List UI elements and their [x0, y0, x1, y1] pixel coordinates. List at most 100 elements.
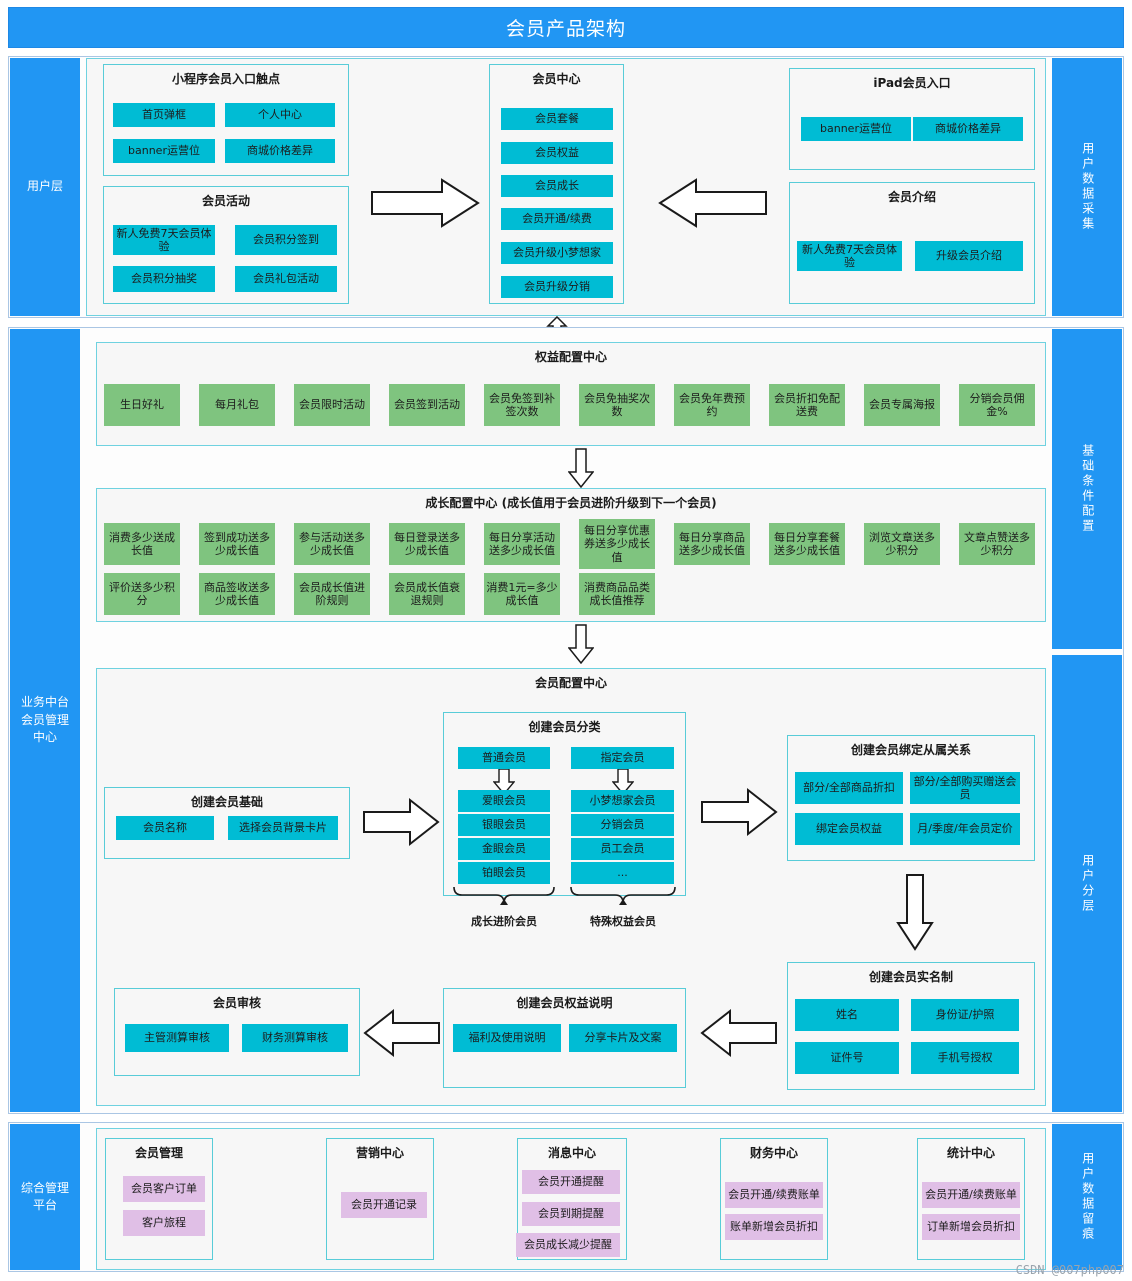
- chip-growth-share-activity[interactable]: 每日分享活动送多少成长值: [484, 523, 560, 565]
- chip-type-more[interactable]: ...: [571, 862, 674, 884]
- chip-limited-activity[interactable]: 会员限时活动: [294, 384, 370, 426]
- rail-user-data-trace-label: 用户数据留痕: [1080, 1152, 1095, 1242]
- chip-newbie-7day-trial[interactable]: 新人免费7天会员体验: [113, 225, 215, 255]
- chip-member-package[interactable]: 会员套餐: [501, 108, 613, 130]
- chip-tier-silver[interactable]: 银眼会员: [458, 814, 550, 836]
- chip-member-benefit[interactable]: 会员权益: [501, 142, 613, 164]
- chip-tier-aiyan[interactable]: 爱眼会员: [458, 790, 550, 812]
- rail-user-segmentation: 用户分层: [1052, 655, 1122, 1112]
- chip-upgrade-distribution[interactable]: 会员升级分销: [501, 276, 613, 298]
- chip-tier-gold[interactable]: 金眼会员: [458, 838, 550, 860]
- chip-gift-pack-activity[interactable]: 会员礼包活动: [235, 266, 337, 292]
- chip-growth-per-yuan[interactable]: 消费1元=多少成长值: [484, 573, 560, 615]
- chip-growth-daily-login[interactable]: 每日登录送多少成长值: [389, 523, 465, 565]
- chip-points-lottery[interactable]: 会员积分抽奖: [113, 266, 215, 292]
- rail-base-condition-config: 基础条件配置: [1052, 329, 1122, 649]
- chip-exclusive-poster[interactable]: 会员专属海报: [864, 384, 940, 426]
- chip-banner-slot[interactable]: banner运营位: [113, 139, 215, 163]
- chip-growth-decay-rule[interactable]: 会员成长值衰退规则: [389, 573, 465, 615]
- rail-user-segmentation-label: 用户分层: [1080, 853, 1095, 914]
- chip-home-popup[interactable]: 首页弹框: [113, 103, 215, 127]
- card-title-member-activity: 会员活动: [201, 194, 250, 208]
- watermark: CSDN @007php007: [1015, 1263, 1124, 1277]
- chip-member-open-renew[interactable]: 会员开通/续费: [501, 208, 613, 230]
- chip-member-open-record[interactable]: 会员开通记录: [341, 1192, 427, 1218]
- chip-growth-share-package[interactable]: 每日分享套餐送多少成长值: [769, 523, 845, 565]
- chip-growth-share-coupon[interactable]: 每日分享优惠券送多少成长值: [579, 519, 655, 569]
- chip-upgrade-intro[interactable]: 升级会员介绍: [915, 241, 1023, 271]
- chip-discount-free-shipping[interactable]: 会员折扣免配送费: [769, 384, 845, 426]
- chip-type-dreamer[interactable]: 小梦想家会员: [571, 790, 674, 812]
- chip-real-name[interactable]: 姓名: [795, 999, 899, 1031]
- chip-free-makeup-checkin[interactable]: 会员免签到补签次数: [484, 384, 560, 426]
- chip-expiry-reminder[interactable]: 会员到期提醒: [522, 1202, 620, 1226]
- brace-growth-tiers: [452, 885, 556, 911]
- chip-type-distribution[interactable]: 分销会员: [571, 814, 674, 836]
- chip-partial-all-discount[interactable]: 部分/全部商品折扣: [795, 772, 903, 804]
- chip-customer-journey[interactable]: 客户旅程: [123, 1210, 205, 1236]
- chip-period-pricing[interactable]: 月/季度/年会员定价: [910, 813, 1020, 845]
- chip-bill-new-member-discount[interactable]: 账单新增会员折扣: [725, 1214, 823, 1240]
- chip-growth-category-recommend[interactable]: 消费商品品类成长值推荐: [579, 573, 655, 615]
- chip-growth-goods-received[interactable]: 商品签收送多少成长值: [199, 573, 275, 615]
- chip-growth-review-points[interactable]: 评价送多少积分: [104, 573, 180, 615]
- chip-finance-audit[interactable]: 财务测算审核: [242, 1024, 348, 1052]
- brace-label-special-types: 特殊权益会员: [590, 915, 656, 928]
- chip-finance-open-renew-bill[interactable]: 会员开通/续费账单: [725, 1182, 823, 1208]
- arrow-binding-to-realname: [896, 873, 934, 951]
- chip-upgrade-dreamer[interactable]: 会员升级小梦想家: [501, 242, 613, 264]
- chip-growth-like-article[interactable]: 文章点赞送多少积分: [959, 523, 1035, 565]
- chip-order-new-member-discount[interactable]: 订单新增会员折扣: [922, 1214, 1020, 1240]
- chip-mall-price-diff[interactable]: 商城价格差异: [225, 139, 335, 163]
- chip-free-lottery-count[interactable]: 会员免抽奖次数: [579, 384, 655, 426]
- chip-ipad-mall-price-diff[interactable]: 商城价格差异: [913, 117, 1023, 141]
- chip-phone-auth[interactable]: 手机号授权: [911, 1042, 1019, 1074]
- chip-normal-member[interactable]: 普通会员: [458, 747, 550, 769]
- chip-member-bg-card[interactable]: 选择会员背景卡片: [228, 816, 338, 840]
- arrow-category-to-binding: [700, 787, 778, 837]
- chip-monthly-gift[interactable]: 每月礼包: [199, 384, 275, 426]
- rail-user-data-trace: 用户数据留痕: [1052, 1124, 1122, 1270]
- card-title-create-member-category: 创建会员分类: [528, 720, 601, 734]
- chip-tier-platinum[interactable]: 铂眼会员: [458, 862, 550, 884]
- chip-growth-read-article[interactable]: 浏览文章送多少积分: [864, 523, 940, 565]
- chip-distribution-commission[interactable]: 分销会员佣金%: [959, 384, 1035, 426]
- arrow-basic-to-category: [362, 797, 440, 847]
- chip-growth-checkin[interactable]: 签到成功送多少成长值: [199, 523, 275, 565]
- chip-id-passport[interactable]: 身份证/护照: [911, 999, 1019, 1031]
- chip-purchase-gift-member[interactable]: 部分/全部购买赠送会员: [910, 772, 1020, 804]
- chip-open-reminder[interactable]: 会员开通提醒: [522, 1170, 620, 1194]
- chip-designated-member[interactable]: 指定会员: [571, 747, 674, 769]
- arrow-realname-to-rights-desc: [700, 1008, 778, 1058]
- chip-free-annual-booking[interactable]: 会员免年费预约: [674, 384, 750, 426]
- chip-id-number[interactable]: 证件号: [795, 1042, 899, 1074]
- chip-growth-join-activity[interactable]: 参与活动送多少成长值: [294, 523, 370, 565]
- brace-label-growth-tiers: 成长进阶会员: [471, 915, 537, 928]
- chip-growth-spend[interactable]: 消费多少送成长值: [104, 523, 180, 565]
- chip-personal-center[interactable]: 个人中心: [225, 103, 335, 127]
- chip-ipad-banner-slot[interactable]: banner运营位: [801, 117, 911, 141]
- arrow-benefit-to-growth: [568, 448, 594, 488]
- chip-stats-open-renew-bill[interactable]: 会员开通/续费账单: [922, 1182, 1020, 1208]
- chip-member-name[interactable]: 会员名称: [116, 816, 214, 840]
- chip-birthday-gift[interactable]: 生日好礼: [104, 384, 180, 426]
- chip-checkin-activity[interactable]: 会员签到活动: [389, 384, 465, 426]
- chip-welfare-usage-desc[interactable]: 福利及使用说明: [453, 1024, 561, 1052]
- rail-admin-platform-label: 综合管理 平台: [20, 1180, 69, 1212]
- chip-growth-tier-rule[interactable]: 会员成长值进阶规则: [294, 573, 370, 615]
- chip-member-growth[interactable]: 会员成长: [501, 175, 613, 197]
- rail-user-data-collect: 用户数据采集: [1052, 58, 1122, 316]
- chip-growth-decrease-reminder[interactable]: 会员成长减少提醒: [516, 1233, 620, 1257]
- chip-bind-member-benefit[interactable]: 绑定会员权益: [795, 813, 903, 845]
- chip-share-card-copy[interactable]: 分享卡片及文案: [569, 1024, 677, 1052]
- chip-points-checkin[interactable]: 会员积分签到: [235, 225, 337, 255]
- chip-type-employee[interactable]: 员工会员: [571, 838, 674, 860]
- chip-growth-share-product[interactable]: 每日分享商品送多少成长值: [674, 523, 750, 565]
- chip-manager-audit[interactable]: 主管测算审核: [125, 1024, 229, 1052]
- rail-user-data-collect-label: 用户数据采集: [1080, 142, 1095, 232]
- arrow-normal-to-tiers: [493, 769, 515, 795]
- chip-member-customer-order[interactable]: 会员客户订单: [123, 1176, 205, 1202]
- card-title-create-member-basic: 创建会员基础: [190, 795, 263, 809]
- chip-intro-newbie-trial[interactable]: 新人免费7天会员体验: [797, 241, 902, 271]
